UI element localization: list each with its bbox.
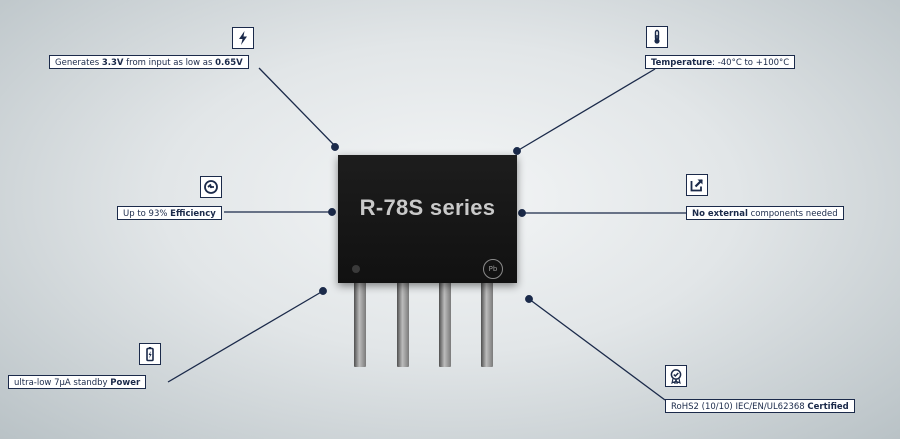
certified-text-pre: RoHS2 (10/10) IEC/EN/UL62368 [671,402,808,412]
efficiency-text-pre: Up to 93% [123,209,171,219]
standby-bold: Power [110,378,141,388]
certificate-badge-icon [665,365,687,387]
battery-icon [139,343,161,365]
chip-body: R-78S series Pb [338,155,517,283]
voltage-bold-input: 0.65V [215,58,243,68]
voltage-text-pre: Generates [55,58,102,68]
chip-pin-1 [354,283,366,367]
chip-title: R-78S series [359,195,496,220]
efficiency-feature-label: Up to 93% Efficiency [117,206,222,220]
gauge-icon [200,176,222,198]
chip-pin-4 [481,283,493,367]
chip-pb-free-mark: Pb [483,259,503,279]
certified-feature-label: RoHS2 (10/10) IEC/EN/UL62368 Certified [665,399,855,413]
chip-pin-2 [397,283,409,367]
standby-feature-label: ultra-low 7µA standby Power [8,375,147,389]
voltage-feature-label: Generates 3.3V from input as low as 0.65… [49,55,249,69]
external-bold: No external [692,209,748,219]
efficiency-bold: Efficiency [170,209,216,219]
external-arrow-icon [686,174,708,196]
certified-bold: Certified [807,402,849,412]
voltage-bold-output: 3.3V [101,58,124,68]
external-text-post: components needed [747,209,838,219]
external-feature-label: No external components needed [686,206,844,220]
thermometer-icon [646,26,668,48]
temperature-bold: Temperature [651,58,713,68]
temperature-text-post: : -40°C to +100°C [712,58,790,68]
chip-pin-3 [439,283,451,367]
lightning-icon [232,27,254,49]
chip-orientation-dot [352,265,360,273]
temperature-feature-label: Temperature: -40°C to +100°C [645,55,796,69]
standby-text-pre: ultra-low 7µA standby [14,378,111,388]
voltage-text-mid: from input as low as [123,58,216,68]
